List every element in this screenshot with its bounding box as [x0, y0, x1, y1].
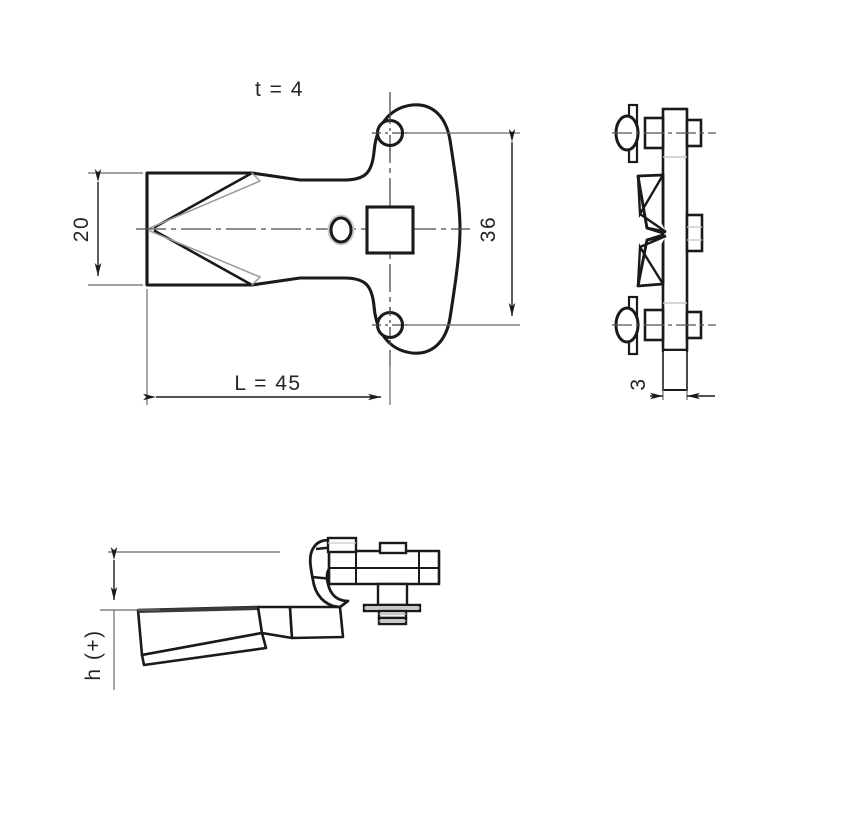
- offset-view: h (+): [82, 536, 441, 690]
- dimension-height-offset-h-label: h (+): [82, 629, 105, 680]
- side-view-plate: [661, 107, 689, 352]
- offset-view-boss-left: [326, 536, 358, 554]
- center-stud: [685, 213, 704, 253]
- offset-view-reference-line: [100, 551, 280, 611]
- rivet-lower: [612, 295, 716, 356]
- dimension-hole-spacing-36-label: 36: [477, 216, 500, 242]
- offset-view-top-plate: [327, 549, 441, 586]
- side-view-blade-fold-lines: [636, 174, 667, 287]
- side-view: 3: [612, 103, 716, 400]
- dimension-blade-width-20-label: 20: [70, 216, 93, 242]
- offset-view-transition: [256, 605, 345, 640]
- rivet-upper: [612, 103, 716, 164]
- dimension-length-L: L = 45: [143, 289, 391, 405]
- front-view: t = 4 20 36 L = 45: [70, 78, 520, 405]
- v-blade-tip-thin-edges: [149, 172, 261, 286]
- dimension-thickness-t-label: t = 4: [255, 78, 304, 101]
- center-round-hole: [327, 214, 355, 246]
- center-square-hole: [365, 205, 415, 255]
- dimension-plate-thickness-3-label: 3: [627, 377, 650, 390]
- dimension-height-offset-h: h (+): [82, 547, 118, 690]
- dimension-blade-width-20: 20: [70, 169, 143, 286]
- mounting-hole-lower: [372, 307, 408, 343]
- clamp-screw-thin-lines: [364, 607, 420, 622]
- offset-view-boss-right: [378, 541, 408, 555]
- dimension-plate-thickness-3: 3: [627, 352, 715, 400]
- dimension-hole-spacing-36: 36: [404, 129, 520, 326]
- mounting-hole-upper: [372, 115, 408, 151]
- side-view-plate-stem: [662, 349, 688, 391]
- dimension-thickness-t: t = 4: [255, 78, 304, 101]
- offset-view-blade-top-face: [138, 606, 258, 613]
- side-view-plate-interior-lines: [663, 156, 687, 304]
- dimension-length-L-label: L = 45: [234, 372, 301, 395]
- offset-view-blade: [136, 605, 268, 667]
